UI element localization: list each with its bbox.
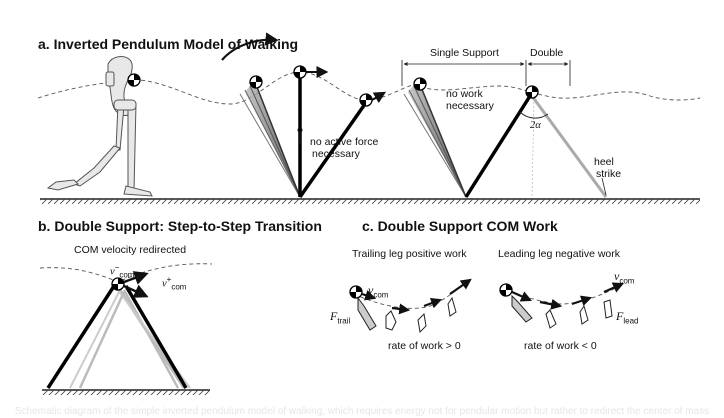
velocity-arrows-c-left [361,278,472,315]
com-marker-c1 [349,285,363,299]
rate-negative-label: rate of work < 0 [524,340,597,352]
double-support-legs-b [46,285,191,389]
leading-label: Leading leg negative work [498,248,621,260]
com-marker-a4 [413,77,427,91]
velocity-arrows-c-right [511,282,625,310]
f-trail-label: Ftrail [330,310,350,327]
v-com-label-left: vcom [368,284,388,301]
panel-c-title: c. Double Support COM Work [362,218,558,234]
f-lead-sub: lead [623,316,639,326]
panel-a-title: a. Inverted Pendulum Model of Walking [38,36,299,52]
v-minus-sup: − [114,263,120,272]
angle-label: 2α [530,120,541,131]
stance-leg-fan-1 [239,80,301,198]
double-support-label: Double [530,47,564,59]
walking-skeleton [46,56,153,197]
v-com-sub-left: com [373,290,389,300]
ground-b [42,389,210,395]
f-trail-symbol: F [330,309,338,323]
f-lead-symbol: F [616,309,624,323]
v-com-sub-right: com [619,276,635,286]
com-marker-c2 [499,283,513,297]
trailing-label: Trailing leg positive work [352,248,467,260]
trailing-leg-forces [357,296,457,334]
phase-dimension-lines [401,60,571,86]
com-marker-a2 [293,65,307,79]
v-com-symbol-left: v [368,283,374,297]
no-work-line1: no work [446,88,483,100]
v-minus-arrow [123,284,149,298]
velocity-arrow-a3 [371,91,387,104]
angle-arc [519,111,549,119]
com-marker-a3 [359,93,373,107]
panel-b-title: b. Double Support: Step-to-Step Transiti… [38,218,322,234]
no-active-force-line1: no active force [310,136,379,148]
v-com-label-right: vcom [614,270,634,287]
f-trail-sub: trail [337,316,351,326]
ground-a [40,198,700,204]
double-support-legs-a [464,95,608,198]
v-com-symbol-right: v [614,269,620,283]
com-marker-a5 [525,85,539,99]
heel-strike-pointer [601,177,607,196]
leading-leg-forces [511,294,613,329]
no-work-line2: necessary [446,100,494,112]
f-lead-label: Flead [616,310,638,327]
v-minus-symbol: v [110,266,115,278]
stance-leg-fan-2 [403,80,467,198]
figure-caption: Schematic diagram of the simple inverted… [14,406,710,417]
v-plus-sup: + [166,275,172,284]
com-redirected-label: COM velocity redirected [74,244,187,256]
heel-strike-line1: heel [594,156,614,168]
v-plus-arrow [123,271,149,285]
swing-arrow [221,32,279,61]
v-minus-label: v−com [110,262,134,282]
rate-positive-label: rate of work > 0 [388,340,461,352]
v-minus-sub: com [119,270,135,280]
v-plus-sub: com [171,282,187,292]
v-plus-label: v+com [162,274,186,294]
v-plus-symbol: v [162,278,167,290]
no-active-force-line2: necessary [312,148,360,160]
single-support-label: Single Support [430,47,499,59]
com-marker-a1 [249,75,263,89]
com-marker-b [111,277,125,291]
heel-strike-line2: strike [596,168,622,180]
com-marker-skeleton [127,73,141,87]
